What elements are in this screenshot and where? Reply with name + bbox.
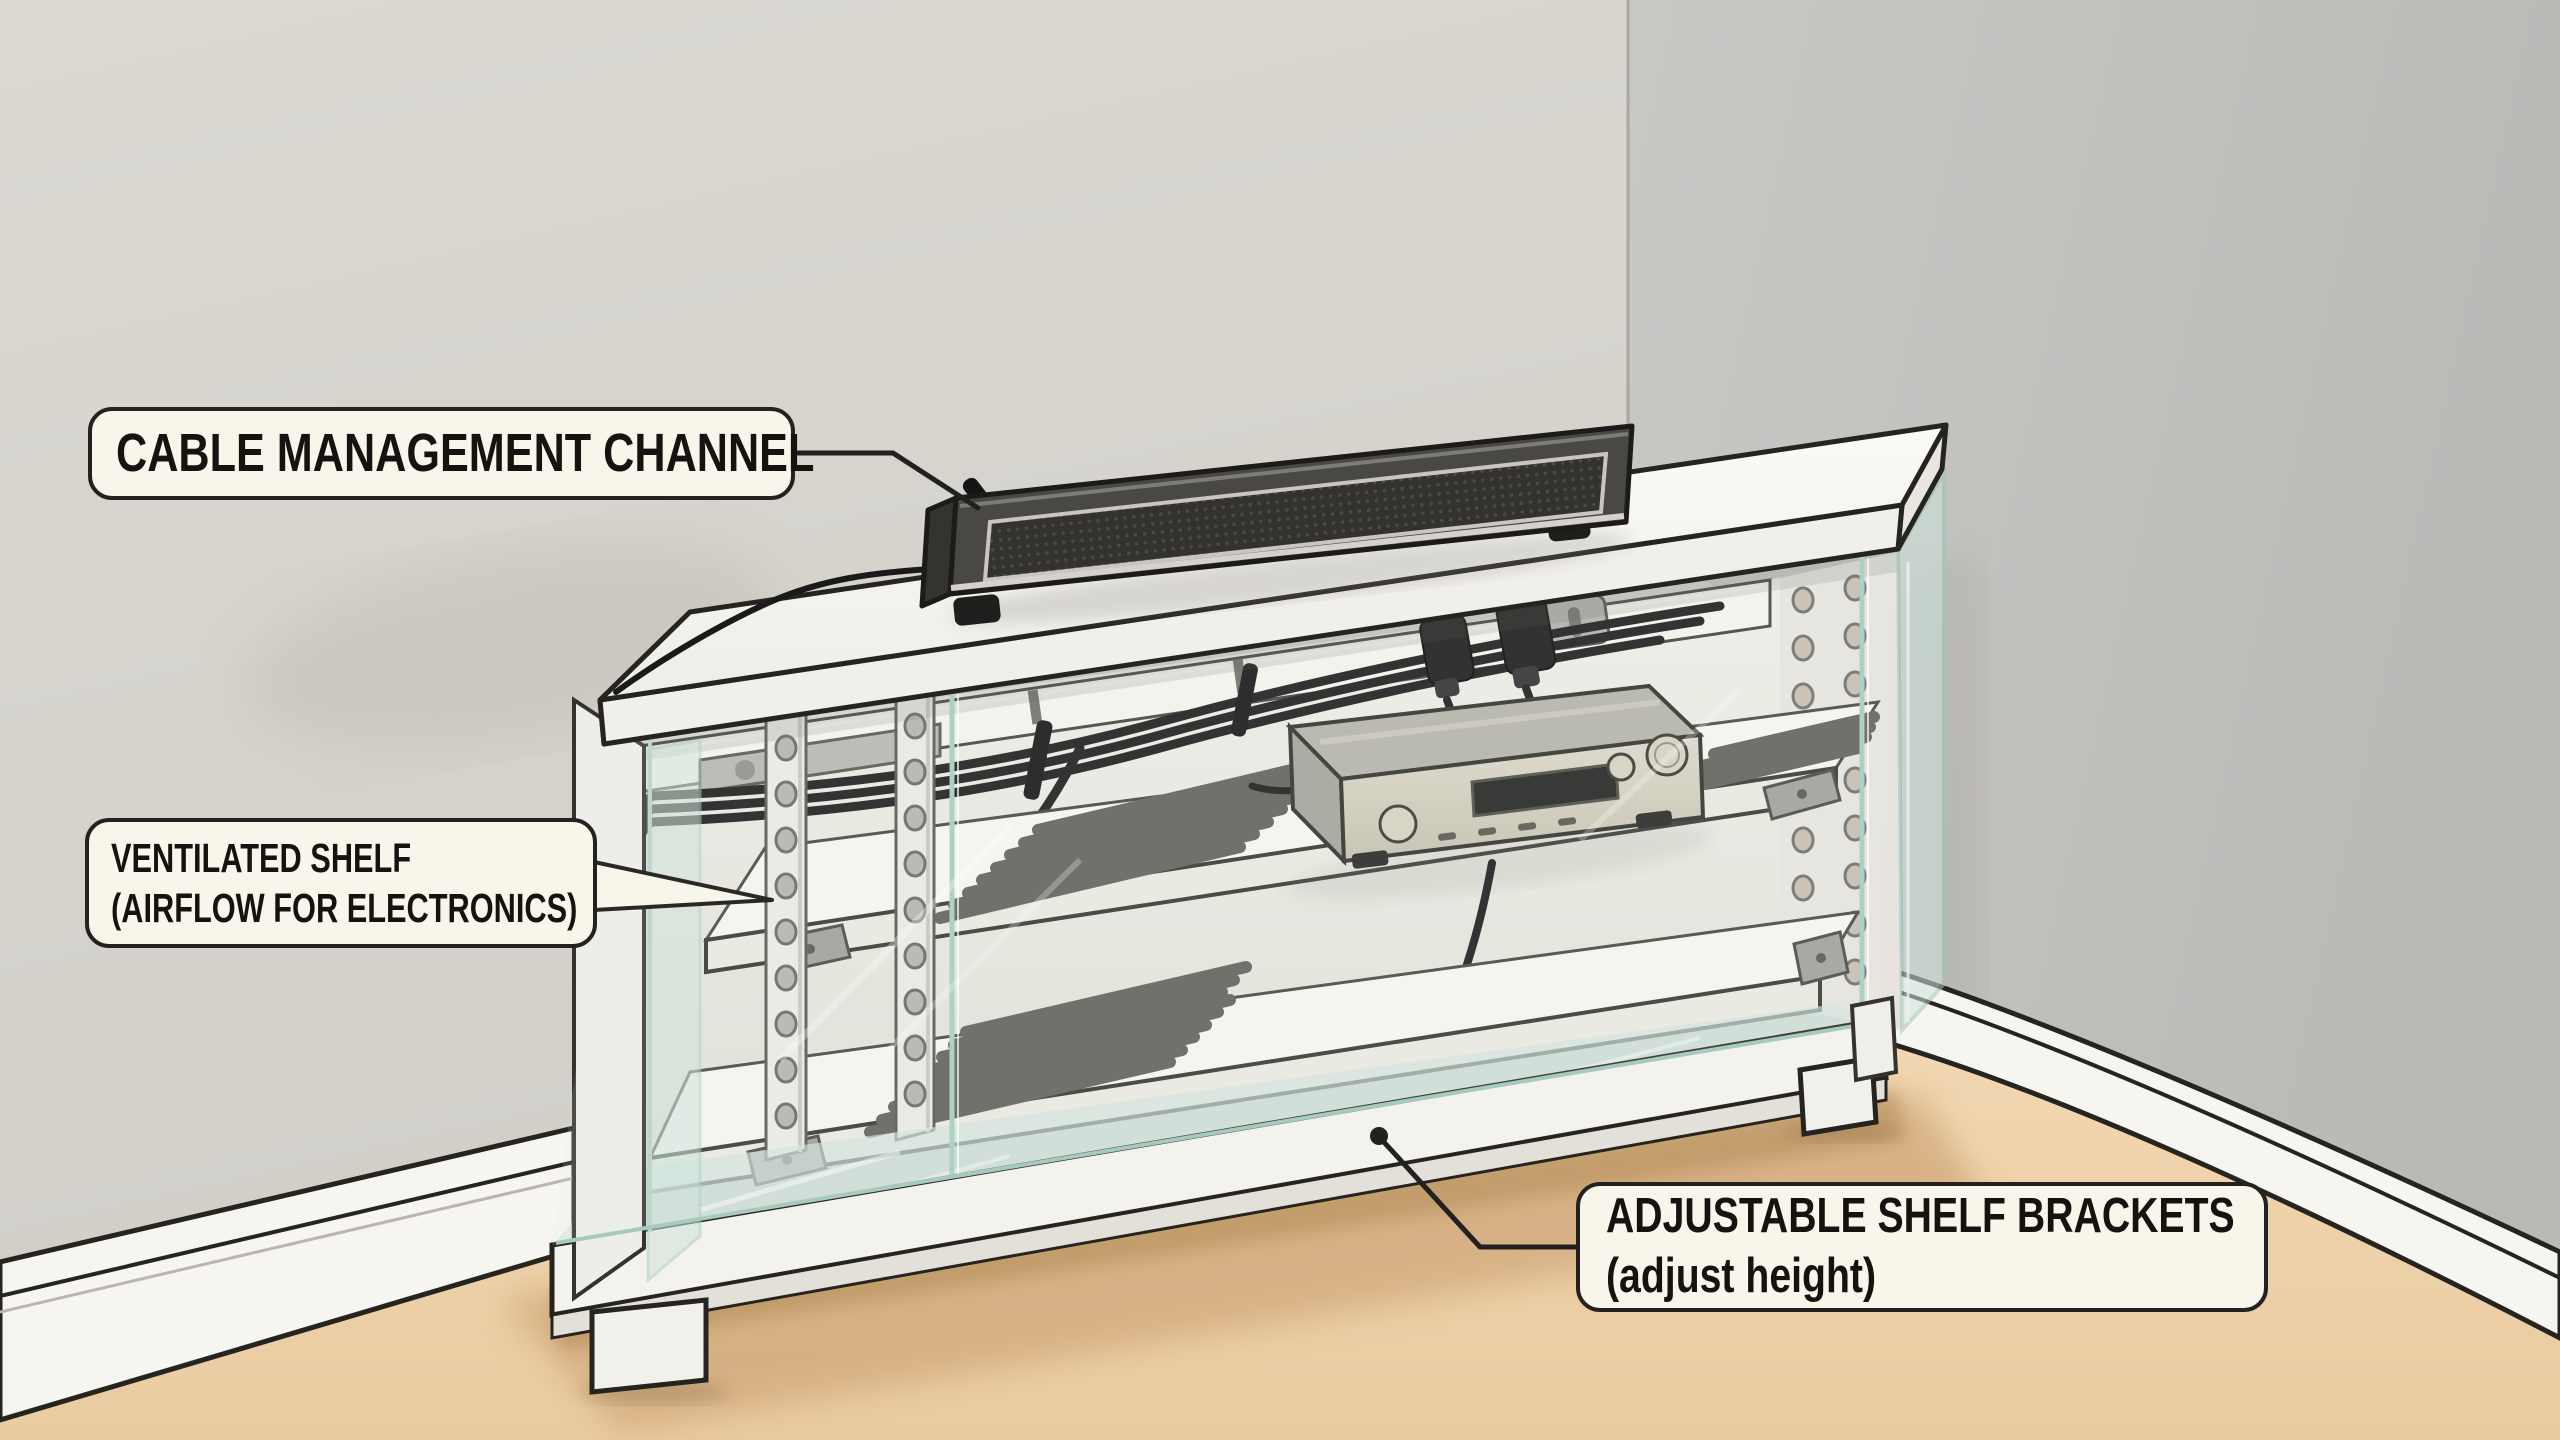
receiver-knob-small [1606, 752, 1636, 782]
callout-text-line2: (AIRFLOW FOR ELECTRONICS) [111, 885, 578, 931]
callout-ventilated-shelf: VENTILATED SHELF (AIRFLOW FOR ELECTRONIC… [85, 818, 597, 948]
cabinet-foot [589, 1297, 709, 1395]
leader-adjustable-brackets [1379, 1137, 1579, 1250]
soundbar-grille [982, 451, 1609, 583]
leader-lines [592, 450, 1579, 1250]
front-glass [552, 550, 1898, 1245]
receiver-display [1470, 762, 1620, 818]
soundbar-trim [950, 513, 1625, 591]
bracket-holes-left [903, 712, 927, 1108]
baseboard-left-trim2 [0, 1176, 575, 1314]
leader-cable-channel [792, 450, 981, 511]
bracket-holes-left [774, 734, 798, 1130]
receiver-foot [1635, 810, 1673, 829]
baseboard-right [1869, 960, 2560, 1341]
vent-slats-upper [934, 711, 1880, 924]
soundbar-foot [953, 594, 1001, 626]
baseboard-left-trim [0, 1160, 575, 1298]
cabinet [549, 422, 1949, 1404]
right-corner-post [1849, 995, 1899, 1083]
receiver-foot [1351, 850, 1389, 869]
callout-adjustable-shelf-brackets: ADJUSTABLE SHELF BRACKETS (adjust height… [1576, 1182, 2268, 1312]
callout-text-line2: (adjust height) [1606, 1249, 1877, 1303]
shelf-standard-left-back [894, 692, 936, 1142]
side-glass-right [1849, 464, 1946, 1083]
soundbar-cable [613, 565, 951, 695]
channel-clip [1027, 689, 1043, 725]
cable-clips [1023, 663, 1258, 800]
baseboard-right-trim [1873, 982, 2560, 1280]
callout-cable-management-channel: CABLE MANAGEMENT CHANNEL [88, 407, 815, 500]
receiver-buttons [1438, 817, 1577, 841]
soundbar-shadow [947, 533, 1633, 623]
callout-text-line1: VENTILATED SHELF [111, 834, 412, 881]
receiver-knob-left [1378, 804, 1418, 844]
av-receiver [1248, 683, 1706, 1004]
soundbar [613, 423, 1635, 695]
interior-right-panel [1780, 552, 1902, 1030]
callout-text-line1: ADJUSTABLE SHELF BRACKETS [1606, 1189, 2235, 1244]
receiver-knob-large [1645, 733, 1689, 777]
under-top-shadow [620, 550, 1898, 764]
shelf-standard-left-front [764, 712, 808, 1162]
right-wall [1628, 0, 2560, 1252]
leader-dot [1370, 1127, 1388, 1145]
callout-text: CABLE MANAGEMENT CHANNEL [116, 422, 815, 483]
cabinet-feet [580, 1055, 1898, 1404]
